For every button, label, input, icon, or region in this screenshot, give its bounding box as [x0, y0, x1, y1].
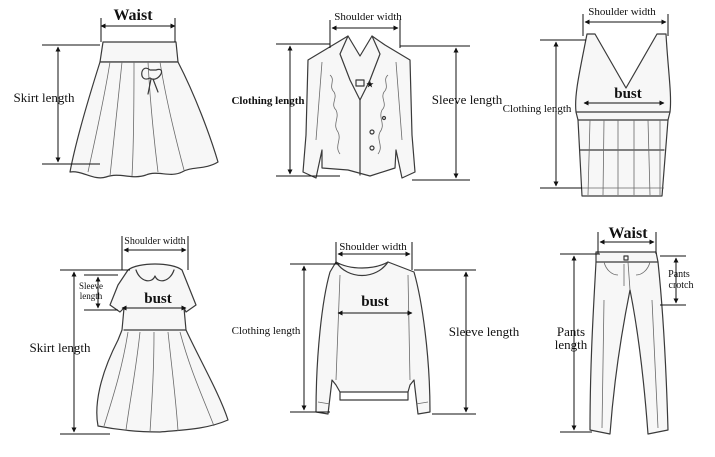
pants-drawing — [589, 251, 669, 435]
jacket-length-measure: Clothing length — [231, 43, 340, 177]
sweater-bust-label: bust — [361, 294, 389, 310]
jacket-clothing-length-label: Clothing length — [231, 95, 304, 107]
vest-bust-label: bust — [614, 86, 642, 102]
jacket-brand-mark: ★ — [366, 80, 374, 89]
sweater-shoulder-label: Shoulder width — [339, 241, 407, 253]
skirt-figure: Waist Skirt length — [13, 7, 219, 179]
vest-shoulder-measure: Shoulder width — [582, 6, 669, 36]
dress-skirt-length-label: Skirt length — [29, 340, 91, 355]
sweater-sleeve-length-label: Sleeve length — [449, 324, 520, 339]
pants-crotch-label-line1: Pants — [668, 269, 690, 280]
vest-figure: Shoulder width bust Clothing length — [503, 6, 672, 197]
pants-waist-label: Waist — [608, 225, 648, 242]
jacket-figure: ★ Shoulder width Clothing length Sleeve … — [231, 11, 503, 181]
dress-bust-label: bust — [144, 291, 172, 307]
vest-drawing — [575, 33, 672, 197]
dress-length-measure: Skirt length — [29, 269, 130, 435]
pants-length-label-line1: Pants — [557, 324, 585, 339]
pants-length-label-line2: length — [555, 337, 588, 352]
dress-shoulder-label: Shoulder width — [124, 236, 185, 247]
pants-waist-measure: Waist — [597, 225, 657, 254]
vest-clothing-length-label: Clothing length — [503, 103, 572, 115]
sweater-bust-measure: bust — [337, 294, 413, 316]
sweater-clothing-length-label: Clothing length — [232, 325, 301, 337]
sweater-length-measure: Clothing length — [232, 263, 340, 413]
dress-sleeve-label-line2: length — [80, 291, 103, 301]
skirt-waist-label: Waist — [113, 7, 153, 24]
sweater-drawing — [315, 261, 431, 415]
dress-bust-measure: bust — [121, 291, 187, 311]
skirt-waist-measure: Waist — [100, 7, 176, 42]
skirt-drawing — [69, 41, 219, 179]
jacket-shoulder-label: Shoulder width — [334, 11, 402, 23]
sweater-sleeve-measure: Sleeve length — [414, 269, 520, 415]
pants-crotch-label-line2: crotch — [669, 280, 694, 291]
jacket-shoulder-measure: Shoulder width — [329, 11, 402, 48]
dress-drawing — [96, 263, 229, 433]
jacket-sleeve-measure: Sleeve length — [400, 45, 503, 181]
vest-shoulder-label: Shoulder width — [588, 6, 656, 18]
skirt-length-label: Skirt length — [13, 90, 75, 105]
jacket-sleeve-length-label: Sleeve length — [432, 92, 503, 107]
pants-length-measure: Pants length — [555, 253, 600, 433]
sweater-figure: Shoulder width bust Clothing length Slee… — [232, 241, 520, 415]
dress-shoulder-measure: Shoulder width — [121, 236, 189, 270]
dress-figure: Shoulder width Sleeve length bust Skirt … — [29, 236, 229, 435]
pants-figure: Waist Pants crotch Pants length — [555, 225, 694, 435]
vest-length-measure: Clothing length — [503, 39, 586, 189]
dress-sleeve-label-line1: Sleeve — [79, 281, 103, 291]
skirt-length-measure: Skirt length — [13, 44, 100, 165]
jacket-drawing: ★ — [302, 35, 416, 179]
dress-sleeve-measure: Sleeve length — [79, 274, 118, 311]
sweater-shoulder-measure: Shoulder width — [335, 241, 413, 270]
vest-bust-measure: bust — [583, 86, 665, 106]
pants-crotch-measure: Pants crotch — [660, 255, 694, 306]
